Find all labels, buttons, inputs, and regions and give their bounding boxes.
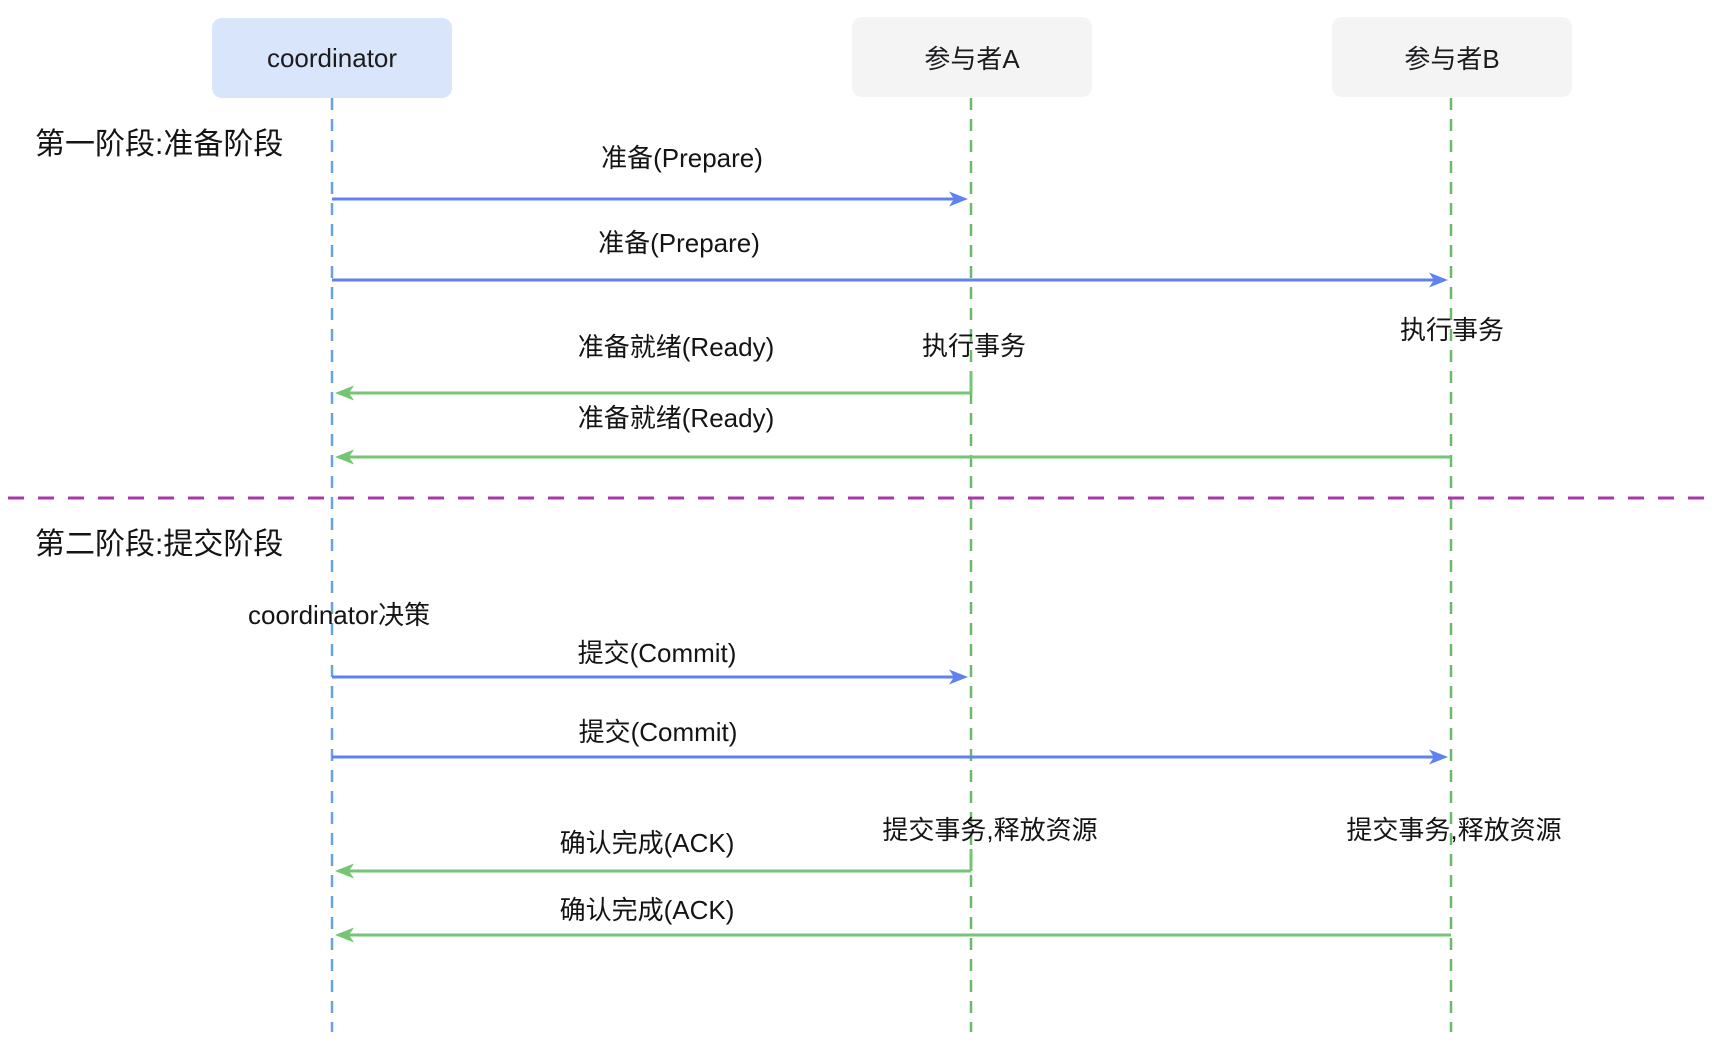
phase-two-label: 第二阶段:提交阶段	[35, 528, 284, 561]
message-label: 确认完成(ACK)	[559, 895, 735, 925]
message-arrowhead-2	[335, 385, 354, 401]
message-arrowhead-7	[335, 927, 354, 943]
coordinator-decision-label: coordinator决策	[248, 600, 431, 630]
message-arrowhead-6	[335, 863, 354, 879]
lifeline-note: 提交事务,释放资源	[882, 815, 1098, 845]
phase-one-label: 第一阶段:准备阶段	[35, 128, 284, 161]
lifeline-note: 执行事务	[921, 331, 1027, 361]
message-label: 提交(Commit)	[577, 638, 737, 668]
message-arrowhead-0	[949, 191, 968, 207]
message-arrowhead-4	[949, 669, 968, 685]
message-label: 准备(Prepare)	[601, 143, 763, 173]
lifeline-note: 提交事务,释放资源	[1346, 815, 1562, 845]
message-label: 准备(Prepare)	[598, 228, 760, 258]
lifeline-note: 执行事务	[1399, 315, 1505, 345]
message-arrowhead-3	[335, 449, 354, 465]
message-label: 准备就绪(Ready)	[577, 332, 775, 362]
message-label: 确认完成(ACK)	[559, 828, 735, 858]
actor-participant-a: 参与者A	[852, 17, 1092, 97]
actor-participant-b: 参与者B	[1332, 17, 1572, 97]
message-arrowhead-5	[1429, 749, 1448, 765]
message-label: 准备就绪(Ready)	[577, 403, 775, 433]
message-arrowhead-1	[1429, 272, 1448, 288]
actor-coordinator: coordinator	[212, 18, 452, 98]
message-label: 提交(Commit)	[578, 717, 738, 747]
